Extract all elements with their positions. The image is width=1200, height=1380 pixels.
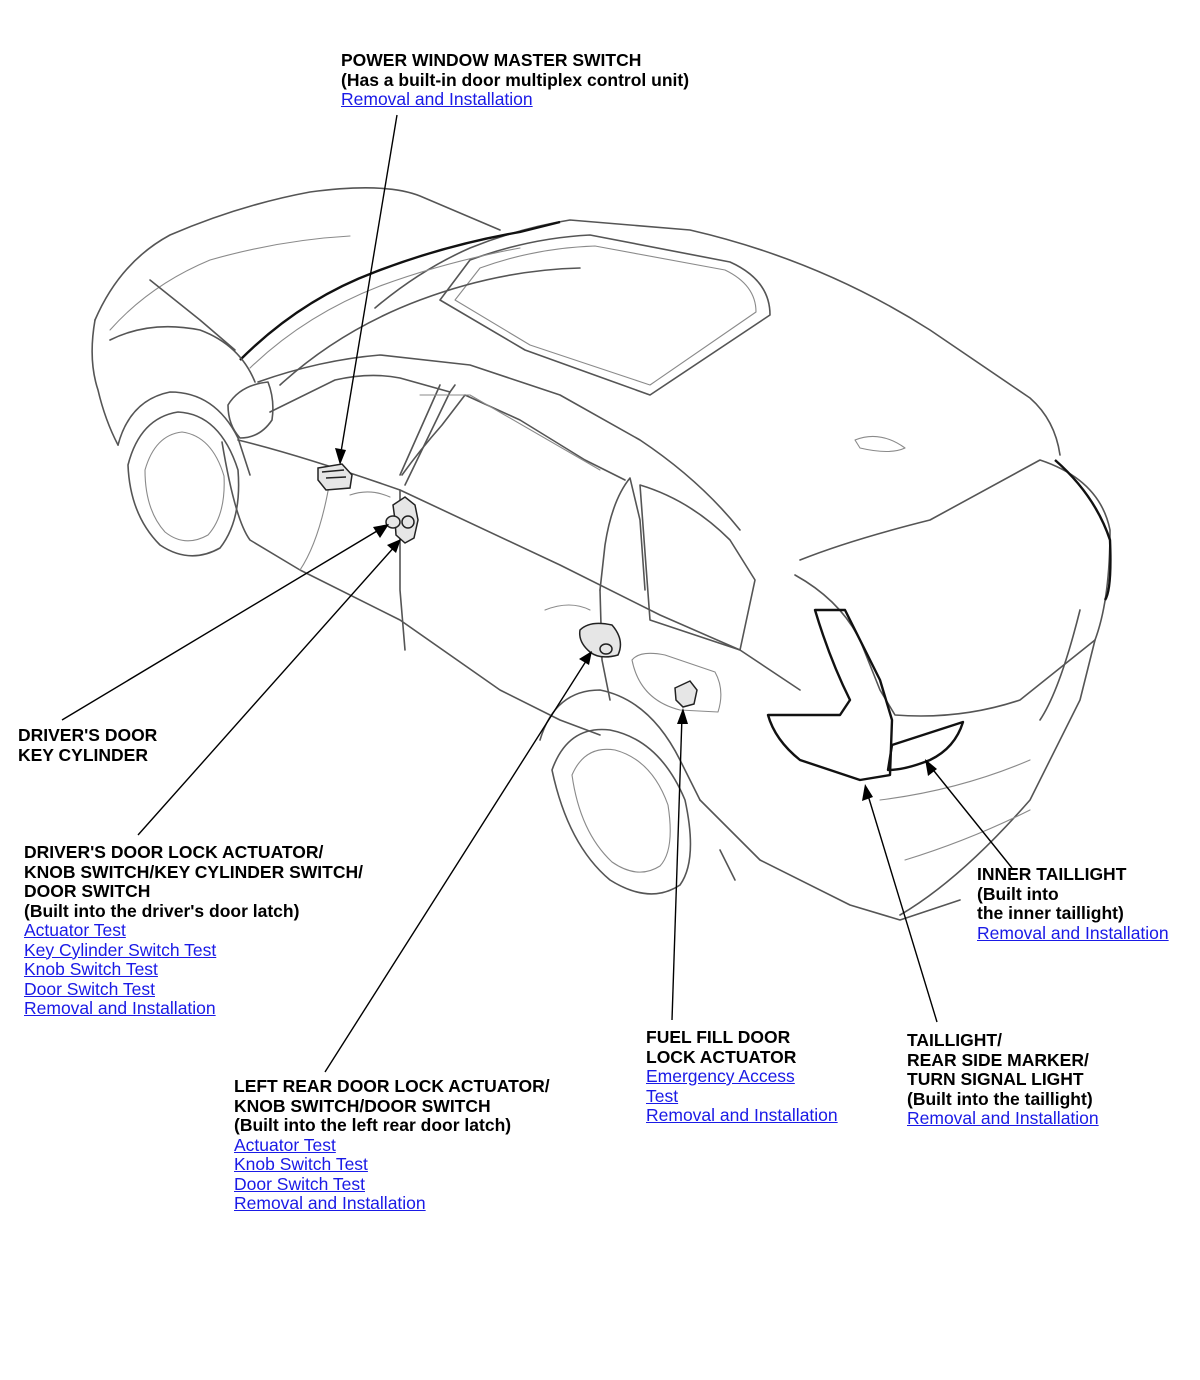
callout-fuel-fill-door-lock-actuator: FUEL FILL DOOR LOCK ACTUATOR Emergency A… — [646, 1027, 838, 1126]
title-line: TURN SIGNAL LIGHT — [907, 1069, 1084, 1089]
link-actuator-test[interactable]: Actuator Test — [24, 920, 126, 940]
leader-fuel-door — [671, 715, 683, 1021]
leader-key-cylinder — [61, 527, 383, 721]
callout-drivers-door-key-cylinder: DRIVER'S DOOR KEY CYLINDER — [18, 725, 158, 765]
fuel-door-actuator-part — [674, 680, 698, 708]
title-line: DRIVER'S DOOR LOCK ACTUATOR/ — [24, 842, 324, 862]
title-line: (Built into — [977, 883, 1059, 904]
title-line: (Built into the taillight) — [907, 1088, 1093, 1109]
arrowhead-inner-taillight — [925, 759, 937, 776]
leader-rear-lock — [324, 657, 589, 1073]
title-line: LEFT REAR DOOR LOCK ACTUATOR/ — [234, 1076, 550, 1096]
title-line: (Has a built-in door multiplex control u… — [341, 69, 690, 90]
link-removal-and-installation[interactable]: Removal and Installation — [341, 89, 533, 109]
title-line: FUEL FILL DOOR — [646, 1027, 791, 1047]
arrowhead-power-window — [335, 448, 346, 465]
callout-power-window-master-switch: POWER WINDOW MASTER SWITCH (Has a built-… — [341, 50, 690, 110]
title-line: KEY CYLINDER — [18, 744, 148, 765]
leader-driver-lock — [137, 544, 397, 836]
title-line: DOOR SWITCH — [24, 881, 151, 901]
leader-power-window — [339, 114, 398, 459]
link-removal-and-installation[interactable]: Removal and Installation — [646, 1105, 838, 1125]
link-knob-switch-test[interactable]: Knob Switch Test — [234, 1154, 368, 1174]
link-knob-switch-test[interactable]: Knob Switch Test — [24, 959, 158, 979]
link-key-cylinder-switch-test[interactable]: Key Cylinder Switch Test — [24, 939, 217, 960]
link-emergency-access[interactable]: Emergency Access — [646, 1066, 795, 1086]
link-removal-and-installation[interactable]: Removal and Installation — [234, 1193, 426, 1213]
title-line: (Built into the driver's door latch) — [24, 900, 300, 921]
driver-door-latch-part — [385, 496, 419, 544]
title-line: LOCK ACTUATOR — [646, 1046, 797, 1067]
power-window-switch-part — [317, 463, 353, 491]
arrowhead-rear-lock — [579, 651, 592, 665]
link-removal-and-installation[interactable]: Removal and Installation — [24, 998, 216, 1018]
link-actuator-test[interactable]: Actuator Test — [234, 1134, 336, 1155]
title-line: (Built into the left rear door latch) — [234, 1115, 512, 1135]
leader-inner-taillight — [929, 765, 1013, 869]
title-line: REAR SIDE MARKER/ — [907, 1049, 1089, 1070]
rear-door-latch-part — [578, 622, 622, 658]
leader-lines — [61, 114, 1013, 1073]
arrowhead-fuel-door — [677, 708, 688, 724]
title-line: POWER WINDOW MASTER SWITCH — [341, 50, 642, 70]
title-line: the inner taillight) — [977, 903, 1124, 923]
callout-inner-taillight: INNER TAILLIGHT (Built into the inner ta… — [977, 864, 1169, 943]
arrowhead-key-cylinder — [373, 524, 389, 538]
link-removal-and-installation[interactable]: Removal and Installation — [907, 1108, 1099, 1128]
link-test[interactable]: Test — [646, 1085, 679, 1106]
title-line: DRIVER'S DOOR — [18, 725, 158, 745]
arrowhead-taillight — [862, 784, 873, 801]
title-line: KNOB SWITCH/KEY CYLINDER SWITCH/ — [24, 861, 363, 882]
title-line: KNOB SWITCH/DOOR SWITCH — [234, 1095, 491, 1116]
title-line: TAILLIGHT/ — [907, 1030, 1002, 1050]
arrowhead-driver-lock — [387, 539, 401, 553]
link-door-switch-test[interactable]: Door Switch Test — [234, 1173, 365, 1194]
vehicle-line-art — [91, 187, 1112, 921]
title-line: INNER TAILLIGHT — [977, 864, 1127, 884]
leader-taillight — [866, 791, 938, 1023]
callout-taillight: TAILLIGHT/ REAR SIDE MARKER/ TURN SIGNAL… — [907, 1030, 1099, 1129]
callout-left-rear-door-lock-actuator: LEFT REAR DOOR LOCK ACTUATOR/ KNOB SWITC… — [234, 1076, 550, 1214]
link-door-switch-test[interactable]: Door Switch Test — [24, 978, 155, 999]
callout-drivers-door-lock-actuator: DRIVER'S DOOR LOCK ACTUATOR/ KNOB SWITCH… — [24, 842, 363, 1019]
link-removal-and-installation[interactable]: Removal and Installation — [977, 922, 1169, 943]
